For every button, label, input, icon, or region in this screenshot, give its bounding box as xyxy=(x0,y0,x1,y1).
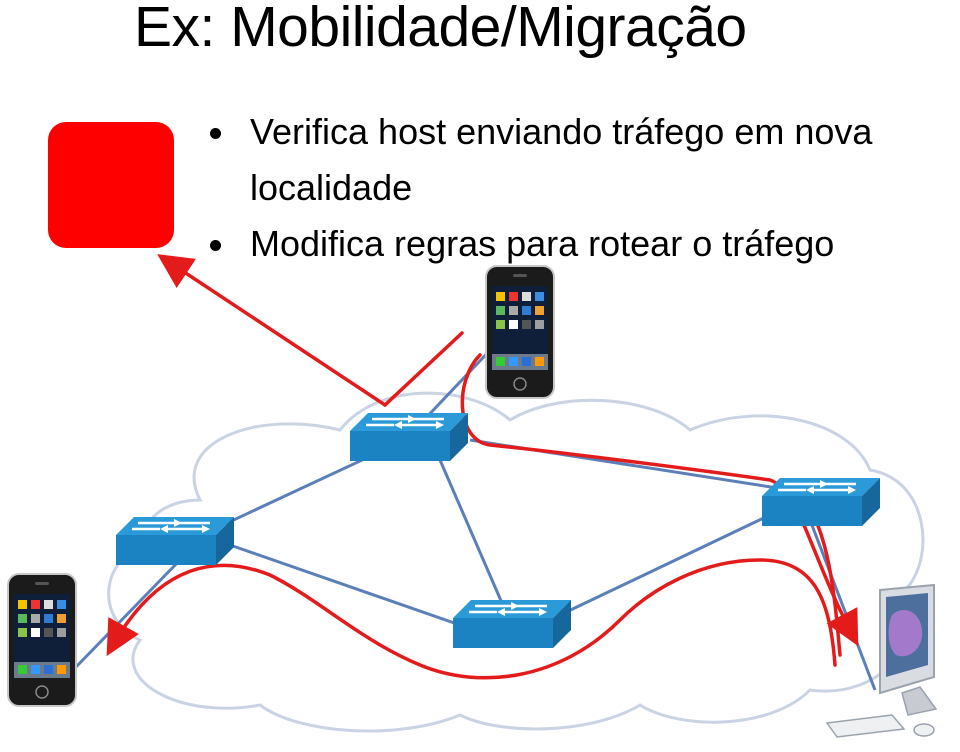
bullet-dot xyxy=(210,128,221,139)
bullet-list: Verifica host enviando tráfego em nova l… xyxy=(210,104,872,272)
desktop-computer-icon xyxy=(825,583,938,738)
smartphone-icon xyxy=(7,573,77,707)
slide-title: Ex: Mobilidade/Migração xyxy=(134,0,747,59)
bullet-item-continuation: localidade xyxy=(210,160,872,216)
bullet-dot xyxy=(210,240,221,251)
cloud-shape xyxy=(107,391,925,733)
switch-icon xyxy=(451,598,573,650)
red-square-controller xyxy=(48,122,174,248)
bullet-item: Verifica host enviando tráfego em nova xyxy=(210,104,872,160)
switch-icon xyxy=(760,476,882,528)
bullet-text: Modifica regras para rotear o tráfego xyxy=(250,223,835,264)
switch-icon xyxy=(348,411,470,463)
bullet-item: Modifica regras para rotear o tráfego xyxy=(210,216,872,272)
bullet-text: localidade xyxy=(250,167,413,208)
routing-arrows xyxy=(106,254,859,680)
smartphone-icon xyxy=(485,265,555,399)
bullet-text: Verifica host enviando tráfego em nova xyxy=(250,111,873,152)
switch-icon xyxy=(114,515,236,567)
